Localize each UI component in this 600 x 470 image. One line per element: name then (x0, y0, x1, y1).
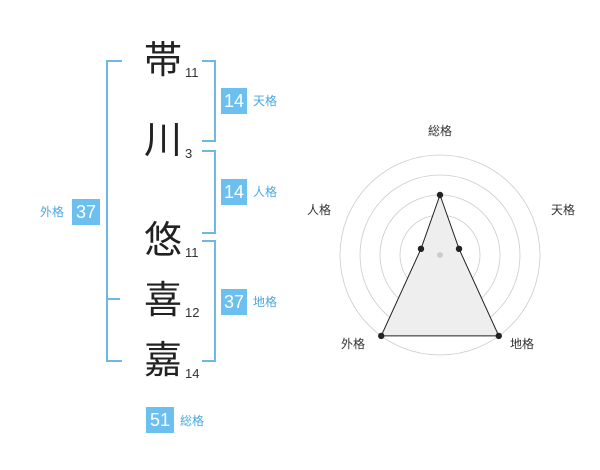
radar-label-jinkaku: 人格 (307, 203, 332, 217)
radar-polygon (380, 193, 500, 337)
chikaku-score: 37 (221, 289, 247, 315)
gaikaku-score: 37 (72, 199, 100, 225)
radar-point-right (455, 245, 463, 253)
chikaku-label: 地格 (253, 295, 278, 309)
radar-label-tenkaku: 天格 (551, 203, 576, 217)
name-char-2: 川 (143, 118, 182, 162)
name-char-3: 悠 (143, 218, 182, 262)
name-char-1: 帯 (143, 38, 182, 82)
radar-label-soukaku: 総格 (428, 124, 453, 138)
radar-label-gaikaku: 外格 (341, 337, 366, 351)
name-char-4: 喜 (143, 278, 182, 322)
radar-point-top (436, 191, 444, 199)
outer-bracket (106, 60, 122, 362)
jinkaku-label: 人格 (253, 185, 278, 199)
radar-point-bottom-right (495, 332, 502, 340)
name-char-5: 嘉 (143, 338, 182, 382)
stroke-count-3: 11 (185, 245, 199, 260)
tenkaku-bracket (202, 60, 216, 142)
stroke-count-2: 3 (185, 146, 193, 161)
tenkaku-label: 天格 (253, 94, 278, 108)
radar-ring (339, 154, 541, 356)
chikaku-bracket (202, 240, 216, 362)
radar-point-bottom-left (378, 332, 385, 340)
radar-points (378, 191, 502, 340)
stroke-count-4: 12 (185, 305, 200, 320)
soukaku-score: 51 (146, 407, 174, 433)
jinkaku-bracket (202, 150, 216, 234)
stroke-count-1: 11 (185, 65, 199, 80)
stroke-count-5: 14 (185, 366, 200, 381)
gaikaku-label: 外格 (40, 205, 65, 219)
radar-chart (339, 154, 541, 356)
radar-point-left (417, 245, 425, 253)
soukaku-label: 総格 (180, 414, 205, 428)
radar-center-dot (437, 252, 443, 258)
tenkaku-score: 14 (221, 88, 247, 114)
radar-label-chikaku: 地格 (510, 337, 535, 351)
jinkaku-score: 14 (221, 179, 247, 205)
middle-divider (106, 298, 120, 300)
